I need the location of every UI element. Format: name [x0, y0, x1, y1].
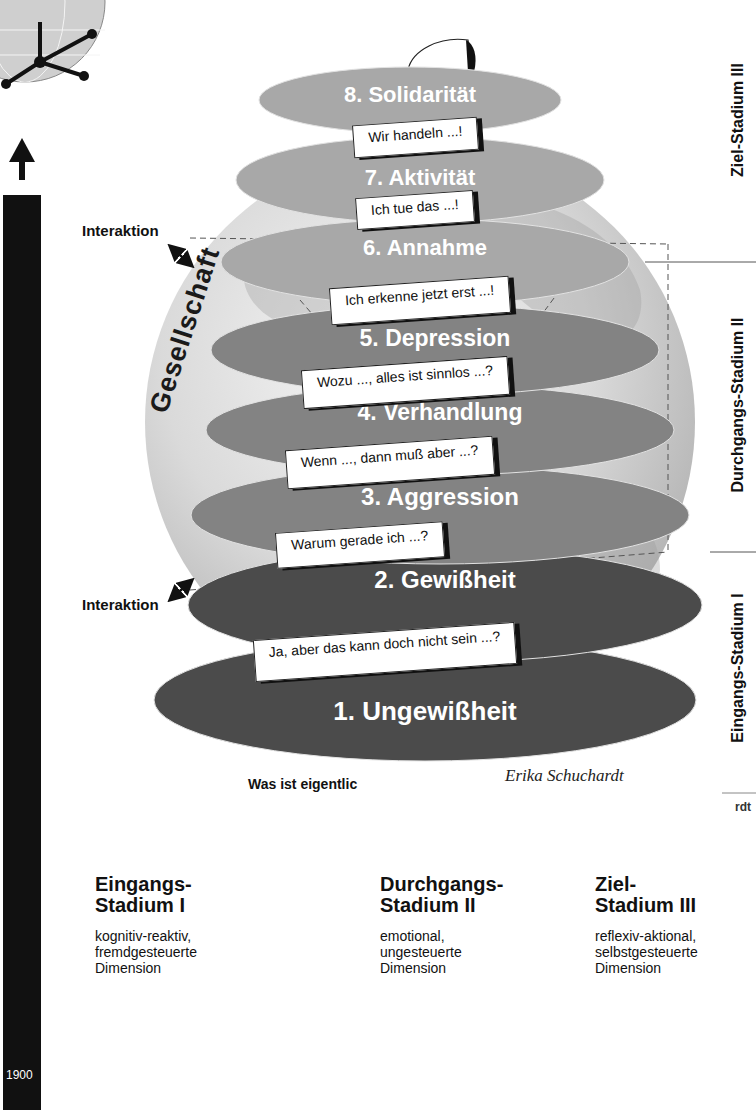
icon-dot [1, 79, 11, 89]
interaction-arrow [170, 246, 192, 266]
year-label: 1900 [6, 1068, 33, 1082]
stage-side-label: Ziel-Stadium III [729, 63, 747, 177]
society-label: Gesellschaft [144, 243, 227, 417]
stage-side-label: Durchgangs-Stadium II [729, 317, 747, 492]
column-heading: Durchgangs- Stadium II [380, 874, 520, 916]
stage-band [236, 137, 604, 223]
stage-separator [722, 793, 756, 794]
icon-dot [87, 29, 97, 39]
column-description: kognitiv-reaktiv, fremdgesteuerte Dimens… [95, 928, 230, 976]
column-heading: Eingangs- Stadium I [95, 874, 220, 916]
icon-meridian [0, 0, 65, 82]
cut-text: rdt [735, 800, 751, 814]
stage-title: 6. Annahme [363, 235, 487, 260]
stage-title: 7. Aktivität [365, 165, 475, 190]
icon-dot [79, 71, 89, 81]
phrase-text: Wir handeln ...! [367, 122, 462, 145]
column-description: reflexiv-aktional, selbstgesteuerte Dime… [595, 928, 730, 976]
stage-title: 2. Gewißheit [374, 566, 515, 594]
time-bar [3, 195, 41, 1110]
stage-separator [645, 262, 756, 263]
globe-icon [0, 0, 105, 89]
stage-title: 1. Ungewißheit [333, 697, 516, 727]
up-arrow-stem [19, 160, 25, 180]
interaction-label: Interaktion [82, 596, 159, 613]
stage-band [154, 639, 696, 761]
up-arrow-head [9, 138, 35, 162]
ribbon-shadow [466, 40, 476, 72]
phrase-text: Warum gerade ich ...? [291, 527, 429, 553]
icon-globe [0, 0, 105, 82]
stage-title: 8. Solidarität [344, 82, 476, 107]
column-heading: Ziel- Stadium III [595, 874, 707, 916]
phase-question: Was ist eigentlic [248, 776, 357, 792]
phrase-text: Ich erkenne jetzt erst ...! [345, 281, 495, 308]
stage-title: 5. Depression [360, 325, 511, 351]
stage-title: 3. Aggression [361, 483, 519, 511]
stage-side-label: Eingangs-Stadium I [729, 593, 747, 742]
stage-band [211, 305, 659, 395]
interaction-label: Interaktion [82, 222, 159, 239]
author-credit: Erika Schuchardt [505, 766, 624, 786]
interaction-arrow [170, 580, 192, 600]
phrase-text: Ich tue das ...! [370, 196, 459, 219]
column-description: emotional, ungesteuerte Dimension [380, 928, 515, 976]
icon-network [6, 22, 92, 84]
stage-separator [710, 552, 756, 553]
icon-dot [34, 56, 46, 68]
